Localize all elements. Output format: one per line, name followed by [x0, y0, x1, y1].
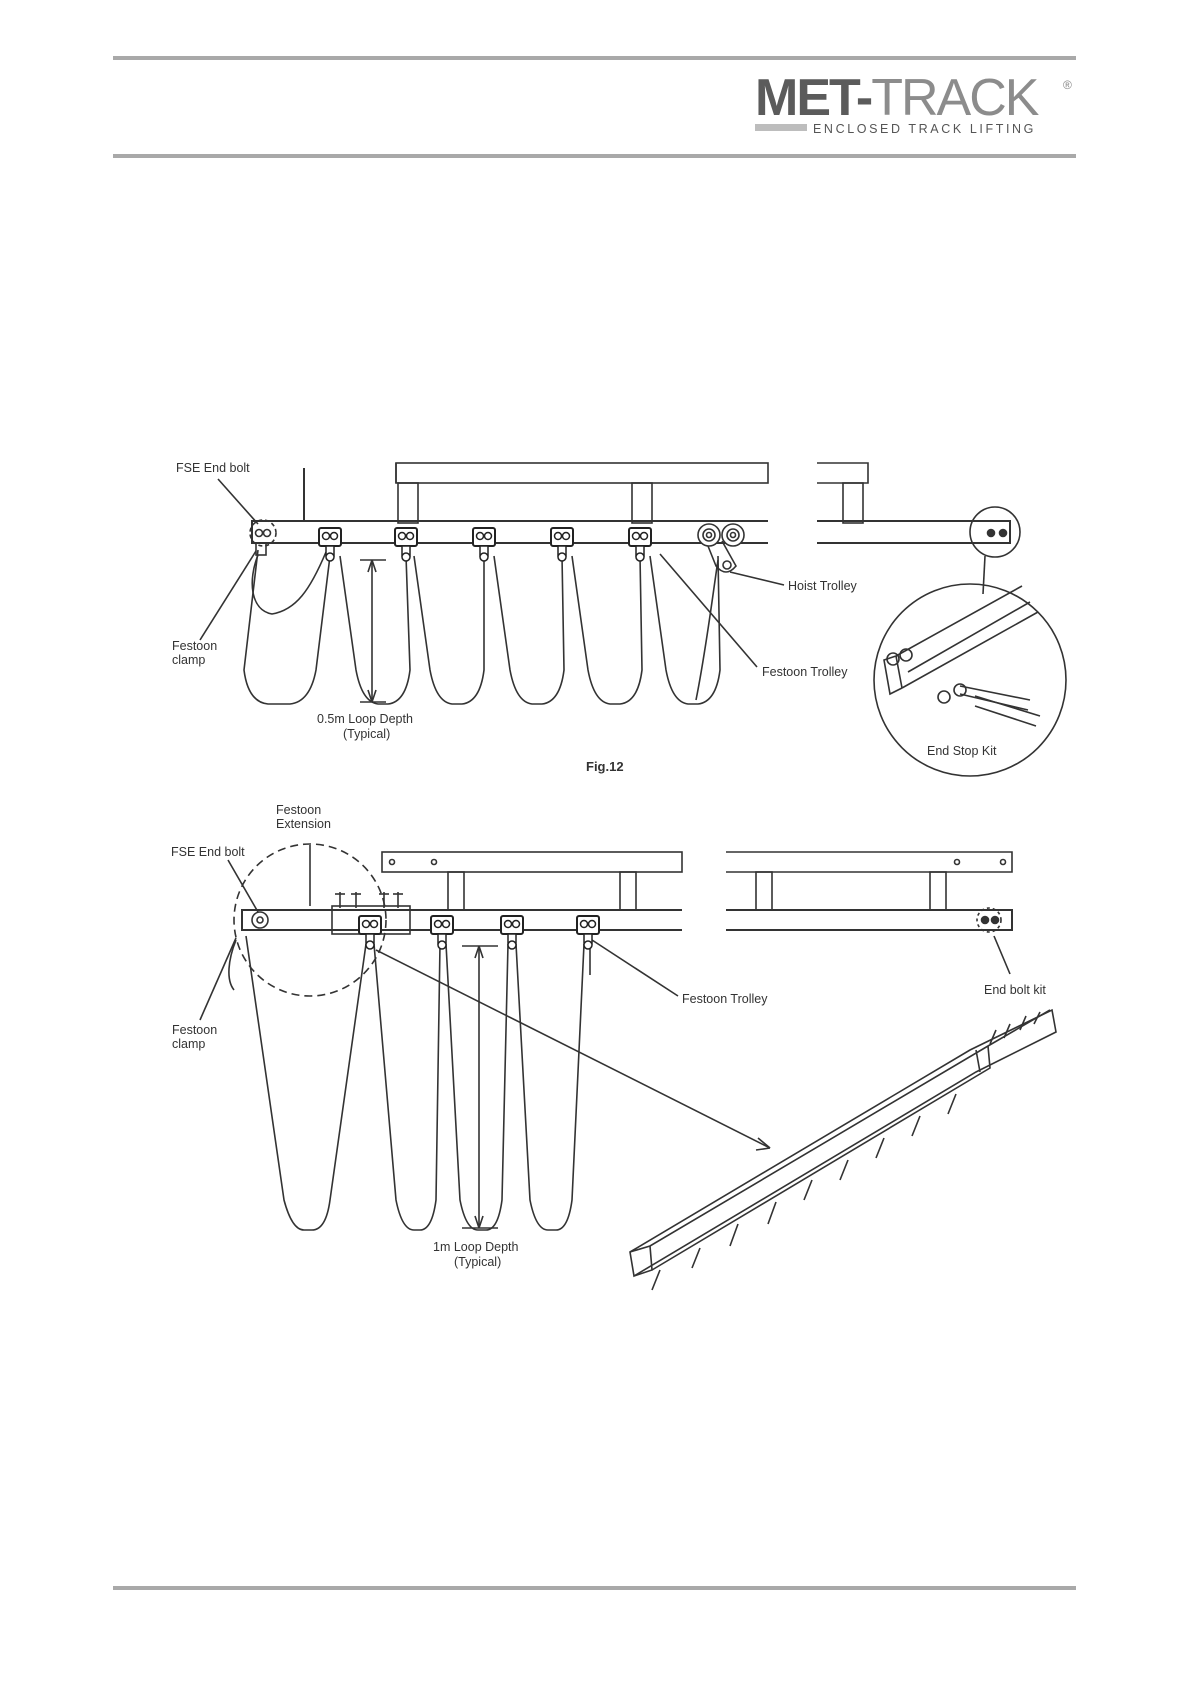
- label-festoon-trolley-12: Festoon Trolley: [762, 665, 848, 679]
- figure-12: [200, 463, 1066, 776]
- figure-12-labels: FSE End bolt Festoon clamp Hoist Trolley…: [172, 461, 997, 774]
- lower-track-left: [242, 910, 682, 930]
- extension-detail-arrow: [376, 950, 770, 1148]
- figure-caption-12: Fig.12: [586, 759, 624, 774]
- label-fse-end-bolt-12: FSE End bolt: [176, 461, 250, 475]
- label-loop-depth-12a: 0.5m Loop Depth: [317, 712, 413, 726]
- label-festoon-clamp-lower-b: clamp: [172, 1037, 205, 1051]
- festoon-trolleys-12: [319, 528, 651, 561]
- lower-festoon-loop-1: [246, 936, 366, 1230]
- leader-festoon-trolley-lower: [592, 940, 678, 996]
- label-festoon-clamp-lower-a: Festoon: [172, 1023, 217, 1037]
- leader-festoon-trolley-12: [660, 554, 757, 667]
- upper-rail-right: [817, 463, 868, 483]
- lower-track-right: [726, 910, 1012, 930]
- clamp-cable: [252, 552, 326, 614]
- label-fse-end-bolt-lower: FSE End bolt: [171, 845, 245, 859]
- label-loop-depth-lower-b: (Typical): [454, 1255, 501, 1269]
- festoon-cable-tail: [696, 560, 718, 700]
- festoon-trolleys-lower: [359, 916, 599, 949]
- hanger-2: [632, 483, 652, 523]
- label-hoist-trolley: Hoist Trolley: [788, 579, 858, 593]
- figure-lower-labels: Festoon Extension FSE End bolt Festoon c…: [171, 803, 1046, 1269]
- end-stop-track: [896, 586, 1038, 688]
- lower-hanger-1: [448, 872, 464, 910]
- label-festoon-extension-b: Extension: [276, 817, 331, 831]
- lower-hanger-3: [756, 872, 772, 910]
- lower-upper-rail-left: [382, 852, 682, 872]
- label-festoon-clamp-12a: Festoon: [172, 639, 217, 653]
- extension-detail-track: [630, 1010, 1056, 1290]
- label-festoon-trolley-lower: Festoon Trolley: [682, 992, 768, 1006]
- label-loop-depth-lower-a: 1m Loop Depth: [433, 1240, 519, 1254]
- upper-rail-left: [396, 463, 768, 483]
- label-end-bolt-kit: End bolt kit: [984, 983, 1046, 997]
- hanger-1: [398, 483, 418, 523]
- track-right: [817, 521, 1010, 543]
- lower-hanger-4: [930, 872, 946, 910]
- hanger-3: [843, 483, 863, 523]
- label-end-stop-kit: End Stop Kit: [927, 744, 997, 758]
- leader-clamp-12: [200, 551, 256, 640]
- label-festoon-clamp-12b: clamp: [172, 653, 205, 667]
- lower-hanger-2: [620, 872, 636, 910]
- lower-upper-rail-right: [726, 852, 1012, 872]
- label-festoon-extension-a: Festoon: [276, 803, 321, 817]
- leader-end-bolt-kit: [994, 936, 1010, 974]
- label-loop-depth-12b: (Typical): [343, 727, 390, 741]
- leader-clamp-lower: [200, 938, 236, 1020]
- leader-hoist: [730, 572, 784, 585]
- leader-fse-lower: [228, 860, 258, 912]
- leader-fse-12: [218, 479, 258, 524]
- figure-lower: [200, 844, 1056, 1290]
